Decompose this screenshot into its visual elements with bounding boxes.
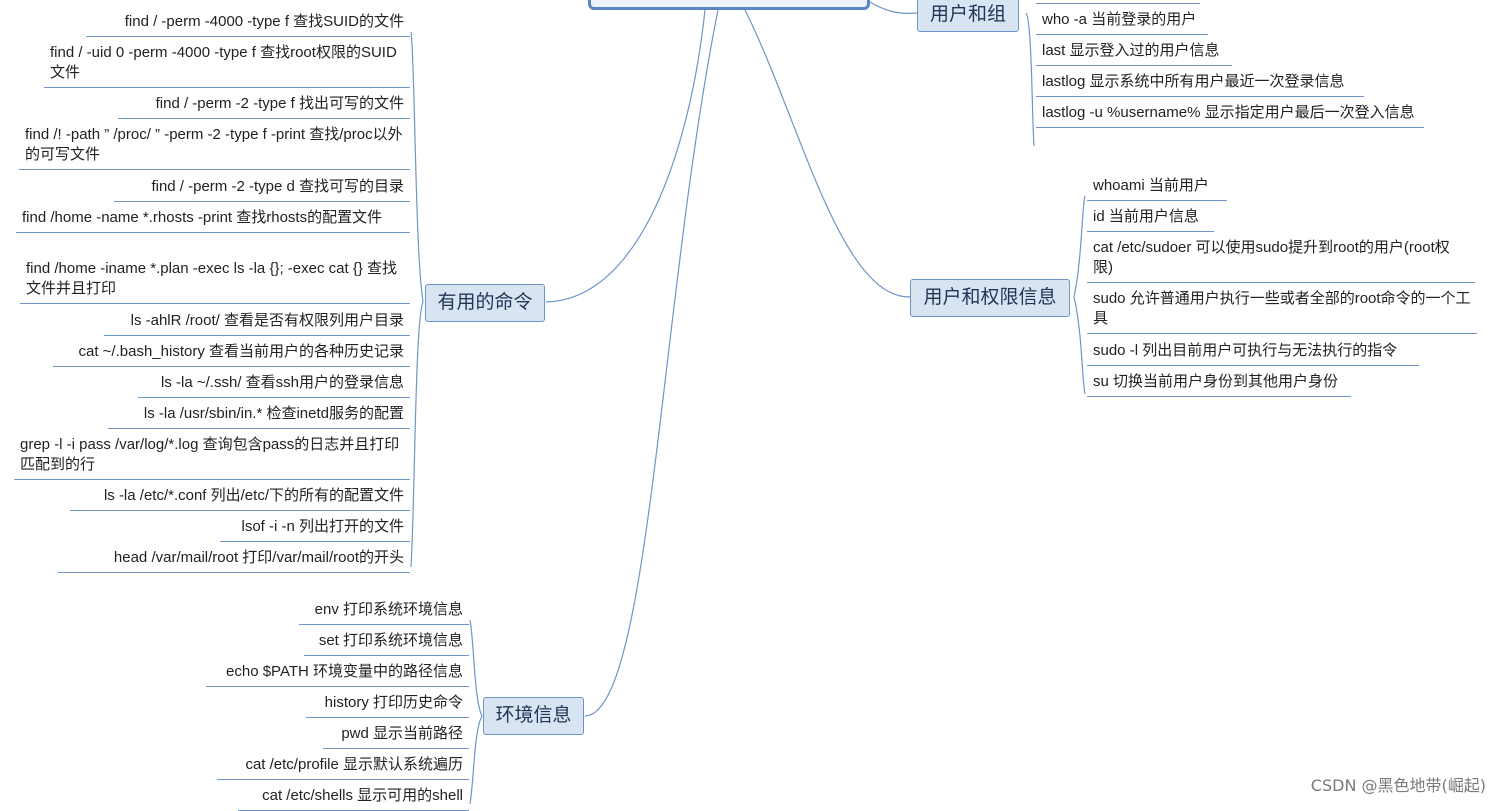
leaf-useful-commands[interactable]: find / -perm -2 -type f 找出可写的文件 [118,92,410,119]
leaf-users-groups[interactable]: lastlog 显示系统中所有用户最近一次登录信息 [1036,70,1364,97]
leaf-environment[interactable]: echo $PATH 环境变量中的路径信息 [206,660,469,687]
leaf-user-privileges[interactable]: whoami 当前用户 [1087,174,1227,201]
leaf-environment[interactable]: pwd 显示当前路径 [323,722,469,749]
leaf-useful-commands[interactable]: ls -la /usr/sbin/in.* 检查inetd服务的配置 [108,402,410,429]
leaf-users-groups[interactable]: who -a 当前登录的用户 [1036,8,1208,35]
leaf-useful-commands[interactable]: cat ~/.bash_history 查看当前用户的各种历史记录 [53,340,410,367]
leaf-environment[interactable]: set 打印系统环境信息 [304,629,469,656]
leaf-user-privileges[interactable]: sudo 允许普通用户执行一些或者全部的root命令的一个工具 [1087,287,1477,334]
central-topic[interactable] [588,0,870,10]
leaf-user-privileges[interactable]: cat /etc/sudoer 可以使用sudo提升到root的用户(root权… [1087,236,1475,283]
leaf-environment[interactable]: env 打印系统环境信息 [299,598,469,625]
leaf-users-groups[interactable]: lastlog -u %username% 显示指定用户最后一次登入信息 [1036,101,1424,128]
branch-user-privileges[interactable]: 用户和权限信息 [910,279,1070,317]
leaf-useful-commands[interactable]: find /home -iname *.plan -exec ls -la {}… [20,257,410,304]
leaf-useful-commands[interactable]: find / -perm -4000 -type f 查找SUID的文件 [86,10,410,37]
leaf-useful-commands[interactable]: head /var/mail/root 打印/var/mail/root的开头 [58,546,410,573]
leaf-useful-commands[interactable]: ls -la ~/.ssh/ 查看ssh用户的登录信息 [138,371,410,398]
watermark: CSDN @黑色地带(崛起) [1310,776,1486,795]
leaf-useful-commands[interactable]: ls -la /etc/*.conf 列出/etc/下的所有的配置文件 [70,484,410,511]
leaf-environment[interactable]: history 打印历史命令 [306,691,469,718]
leaf-user-privileges[interactable]: su 切换当前用户身份到其他用户身份 [1087,370,1351,397]
leaf-useful-commands[interactable]: find /home -name *.rhosts -print 查找rhost… [16,206,410,233]
leaf-useful-commands[interactable]: find / -uid 0 -perm -4000 -type f 查找root… [44,41,410,88]
leaf-user-privileges[interactable]: id 当前用户信息 [1087,205,1214,232]
branch-users-groups[interactable]: 用户和组 [917,0,1019,32]
leaf-environment[interactable]: cat /etc/shells 显示可用的shell [238,784,469,811]
branch-useful-commands[interactable]: 有用的命令 [425,284,545,322]
leaf-useful-commands[interactable]: find / -perm -2 -type d 查找可写的目录 [114,175,410,202]
leaf-user-privileges[interactable]: sudo -l 列出目前用户可执行与无法执行的指令 [1087,339,1419,366]
leaf-environment[interactable]: cat /etc/profile 显示默认系统遍历 [217,753,469,780]
leaf-useful-commands[interactable]: lsof -i -n 列出打开的文件 [220,515,410,542]
leaf-users-groups[interactable]: last 显示登入过的用户信息 [1036,39,1232,66]
leaf-useful-commands[interactable]: ls -ahlR /root/ 查看是否有权限列用户目录 [104,309,410,336]
leaf-useful-commands[interactable]: grep -l -i pass /var/log/*.log 查询包含pass的… [14,433,410,480]
leaf-users-groups[interactable] [1036,0,1200,4]
branch-environment[interactable]: 环境信息 [483,697,584,735]
leaf-useful-commands[interactable]: find /! -path ” /proc/ ” -perm -2 -type … [19,123,410,170]
